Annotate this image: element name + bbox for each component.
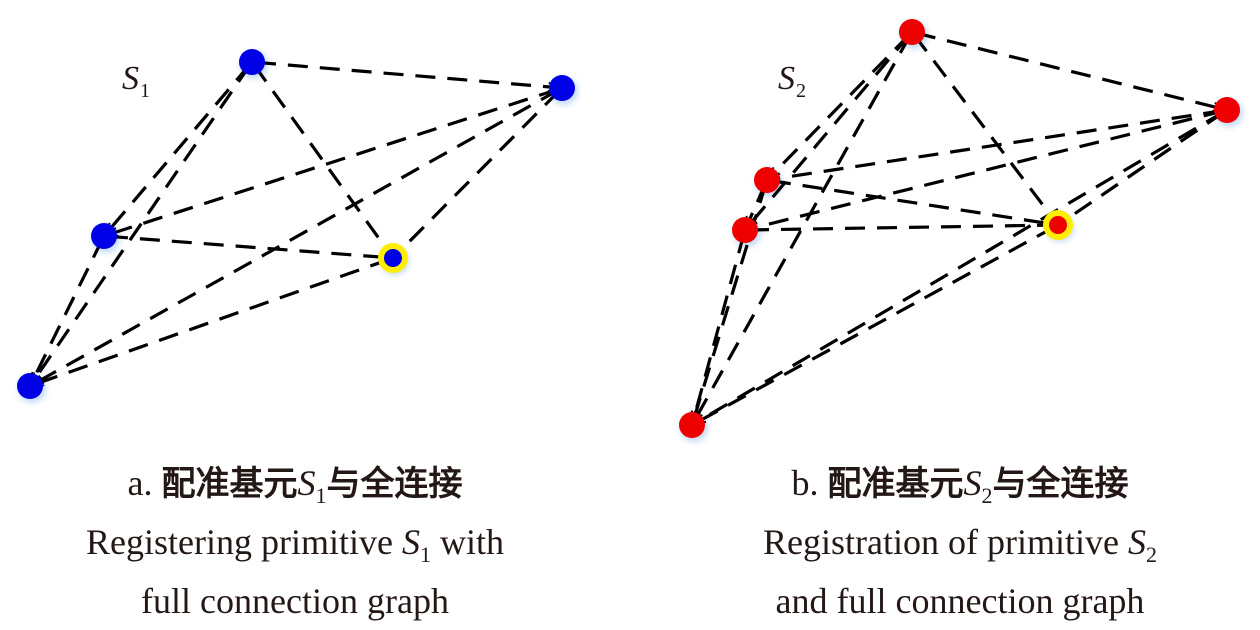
edge — [693, 183, 768, 421]
edge — [30, 238, 104, 383]
highlighted-node — [384, 249, 402, 267]
node — [17, 373, 43, 399]
node — [754, 167, 780, 193]
caption-en-var: S — [401, 522, 420, 562]
caption-b-en-line2: and full connection graph — [775, 581, 1145, 621]
caption-var-sub: 1 — [315, 483, 327, 508]
caption-en-before: Registration of primitive — [763, 522, 1128, 562]
edge — [30, 64, 252, 382]
graph-label-s2: S2 — [778, 60, 806, 102]
edge — [34, 257, 390, 384]
highlighted-node — [1049, 216, 1067, 234]
graph-label-letter: S — [122, 60, 139, 97]
caption-b-zh-line: b. 配准基元S2与全连接 — [660, 460, 1260, 519]
edge — [33, 88, 560, 386]
caption-zh-after: 与全连接 — [992, 464, 1129, 504]
edge — [748, 225, 1054, 232]
caption-prefix: a. — [127, 463, 153, 503]
caption-en-var-sub: 1 — [419, 542, 431, 567]
graph-label-s1: S1 — [122, 60, 150, 102]
graph-label-subscript: 2 — [796, 80, 806, 102]
connection-graph-figure — [17, 19, 1243, 442]
edge — [749, 109, 1224, 229]
edge — [693, 233, 746, 421]
caption-en-before: Registering primitive — [86, 522, 402, 562]
edge — [1061, 110, 1225, 225]
caption-a: a. 配准基元S1与全连接 Registering primitive S1 w… — [0, 460, 590, 625]
edge — [695, 110, 1225, 425]
edge — [770, 33, 911, 177]
graph-panel-b — [679, 19, 1243, 442]
graph-panel-a — [17, 49, 578, 403]
caption-a-zh-line: a. 配准基元S1与全连接 — [0, 460, 590, 519]
caption-zh-before: 配准基元 — [827, 464, 964, 504]
caption-a-en-line2: full connection graph — [141, 581, 449, 621]
caption-en-after: with — [430, 522, 504, 562]
node — [239, 49, 265, 75]
caption-a-en-line1: Registering primitive S1 with — [0, 519, 590, 578]
node — [91, 223, 117, 249]
node — [732, 217, 758, 243]
caption-zh-after: 与全连接 — [326, 464, 463, 504]
edge — [255, 60, 558, 87]
edge — [696, 225, 1056, 425]
caption-var: S — [297, 463, 316, 503]
caption-b: b. 配准基元S2与全连接 Registration of primitive … — [660, 460, 1260, 625]
graph-label-subscript: 1 — [140, 80, 150, 102]
caption-en-var-sub: 2 — [1145, 542, 1157, 567]
caption-en-var: S — [1127, 522, 1146, 562]
edge — [107, 234, 389, 257]
caption-b-en-line1: Registration of primitive S2 — [660, 519, 1260, 578]
edge — [107, 64, 251, 233]
node — [1214, 97, 1240, 123]
edge — [253, 64, 390, 255]
caption-var: S — [963, 463, 982, 503]
edge — [913, 34, 1055, 222]
graph-label-letter: S — [778, 60, 795, 97]
node — [679, 412, 705, 438]
edge — [396, 89, 561, 255]
edge — [915, 31, 1223, 109]
edge — [770, 179, 1054, 225]
edge — [692, 34, 912, 421]
edge — [108, 87, 559, 235]
edge — [771, 109, 1224, 180]
edge — [748, 34, 911, 227]
node — [899, 19, 925, 45]
caption-prefix: b. — [791, 463, 819, 503]
caption-zh-before: 配准基元 — [161, 464, 298, 504]
caption-var-sub: 2 — [981, 483, 993, 508]
node — [549, 75, 575, 101]
